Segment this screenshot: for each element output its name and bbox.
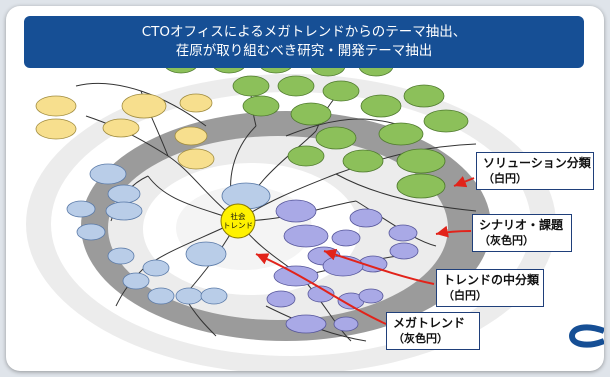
- node-blue: [89, 163, 127, 185]
- callout-trend-midcategory: トレンドの中分類 （白円）: [436, 269, 544, 307]
- node-blue: [221, 182, 271, 210]
- node-yellow: [35, 118, 77, 140]
- node-blue: [107, 247, 135, 265]
- center-node-line1: 社会: [231, 211, 246, 221]
- node-blue: [66, 200, 96, 218]
- node-purple: [358, 288, 384, 304]
- node-purple: [331, 229, 361, 247]
- title-line-1: CTOオフィスによるメガトレンドからのテーマ抽出、: [141, 24, 467, 40]
- corner-logo-mark: [568, 324, 604, 348]
- node-green: [342, 149, 384, 173]
- node-blue: [105, 201, 143, 221]
- callout-scenario-issue: シナリオ・課題 （灰色円）: [472, 214, 572, 252]
- node-purple: [266, 290, 296, 308]
- node-blue: [142, 259, 170, 277]
- callout-solution-category: ソリューション分類 （白円）: [476, 152, 594, 190]
- green-nodes: [163, 52, 469, 199]
- node-green: [277, 75, 315, 97]
- node-purple: [283, 224, 329, 248]
- node-blue: [200, 287, 228, 305]
- node-blue: [175, 287, 203, 305]
- node-green: [322, 80, 360, 102]
- node-yellow: [35, 95, 77, 117]
- node-purple: [349, 208, 383, 228]
- node-green: [290, 102, 332, 126]
- center-node-line2: トレンド: [223, 221, 253, 230]
- callout-scenario-sub: （灰色円）: [479, 234, 534, 247]
- title-line-2: 荏原が取り組むべき研究・開発テーマ抽出: [175, 43, 433, 59]
- callout-megatrend: メガトレンド （灰色円）: [386, 312, 480, 350]
- callout-scenario-title: シナリオ・課題: [479, 218, 564, 232]
- callout-megatrend-sub: （灰色円）: [393, 332, 448, 345]
- node-purple: [333, 316, 359, 332]
- node-purple: [285, 314, 327, 334]
- arrow-scenario: [435, 225, 472, 238]
- node-green: [242, 95, 280, 117]
- node-blue: [107, 184, 141, 204]
- node-purple: [388, 224, 418, 242]
- node-blue: [76, 223, 106, 241]
- node-yellow: [121, 93, 167, 119]
- node-green: [360, 94, 402, 118]
- arrow-solution: [453, 175, 475, 188]
- callout-midtrend-sub: （白円）: [443, 289, 487, 302]
- slide-frame: 社会 トレンド CTOオフィスによるメガトレンドからのテーマ抽出、 荏原が取り組…: [6, 6, 604, 371]
- node-green: [232, 75, 270, 97]
- node-green: [378, 122, 424, 146]
- callout-solution-title: ソリューション分類: [483, 156, 591, 170]
- node-blue: [147, 287, 175, 305]
- callout-midtrend-title: トレンドの中分類: [443, 273, 540, 287]
- mind-map-diagram: 社会 トレンド: [26, 52, 604, 371]
- arrow-midtrend: [323, 248, 435, 285]
- purple-nodes: [266, 199, 419, 334]
- callout-solution-sub: （白円）: [483, 172, 527, 185]
- node-yellow: [102, 118, 140, 138]
- node-blue: [185, 241, 227, 267]
- callout-megatrend-title: メガトレンド: [393, 316, 466, 330]
- arrow-megatrend: [255, 253, 387, 325]
- node-purple: [275, 199, 317, 223]
- callout-arrows: [255, 175, 475, 325]
- node-yellow: [177, 148, 215, 170]
- node-yellow: [179, 93, 213, 113]
- node-purple: [389, 242, 419, 260]
- yellow-nodes: [35, 93, 215, 170]
- node-green: [315, 126, 357, 150]
- node-purple: [322, 255, 364, 277]
- node-blue: [122, 272, 150, 290]
- node-green: [287, 145, 325, 167]
- node-purple: [307, 285, 335, 303]
- node-yellow: [174, 126, 208, 146]
- center-node-circle: [220, 203, 256, 239]
- node-green: [396, 148, 446, 174]
- node-green: [403, 84, 445, 108]
- title-banner: CTOオフィスによるメガトレンドからのテーマ抽出、 荏原が取り組むべき研究・開発…: [24, 16, 584, 68]
- node-green: [423, 109, 469, 133]
- blue-nodes: [66, 163, 271, 305]
- node-green: [396, 173, 446, 199]
